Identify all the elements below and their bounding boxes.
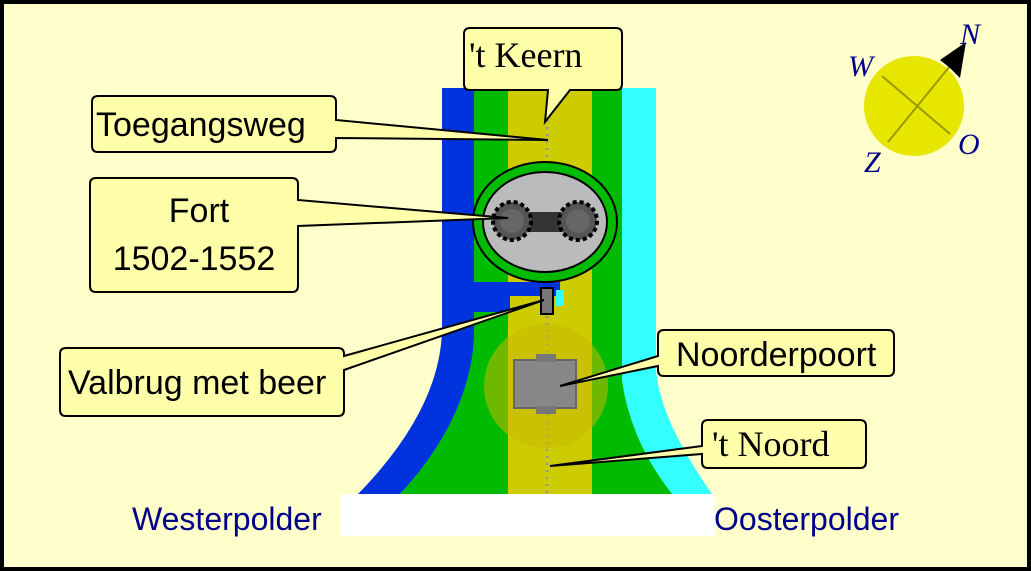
- callout-noord: 't Noord: [549, 419, 867, 469]
- fort-tower-west: [491, 200, 533, 242]
- label-toegangsweg: Toegangsweg: [96, 106, 306, 144]
- callout-keern: 't Keern: [463, 27, 623, 126]
- compass-disc: [864, 56, 964, 156]
- callout-fort: Fort 1502-1552: [89, 177, 509, 293]
- west-water: [358, 88, 474, 494]
- compass-north: N: [959, 18, 982, 51]
- label-noord: 't Noord: [712, 424, 829, 464]
- polder-strip: [340, 494, 715, 536]
- callout-noorderpoort: Noorderpoort: [559, 329, 895, 387]
- label-noorderpoort: Noorderpoort: [676, 336, 877, 374]
- fort-tower-east: [557, 200, 599, 242]
- compass: N W O Z: [848, 18, 982, 179]
- compass-east: O: [958, 128, 980, 161]
- east-water: [622, 88, 712, 494]
- compass-south: Z: [864, 146, 881, 179]
- label-westerpolder: Westerpolder: [132, 501, 322, 537]
- fort-building: [524, 212, 566, 232]
- callout-toegangsweg: Toegangsweg: [91, 95, 549, 153]
- compass-west: W: [848, 50, 876, 83]
- north-arrow-icon: [940, 42, 966, 78]
- label-valbrug: Valbrug met beer: [68, 364, 326, 402]
- label-fort-line2: 1502-1552: [113, 240, 276, 278]
- label-keern: 't Keern: [469, 35, 582, 75]
- callout-valbrug: Valbrug met beer: [59, 299, 545, 417]
- west-moat-branch: [474, 282, 560, 312]
- label-oosterpolder: Oosterpolder: [714, 501, 899, 537]
- label-fort-line1: Fort: [169, 192, 230, 230]
